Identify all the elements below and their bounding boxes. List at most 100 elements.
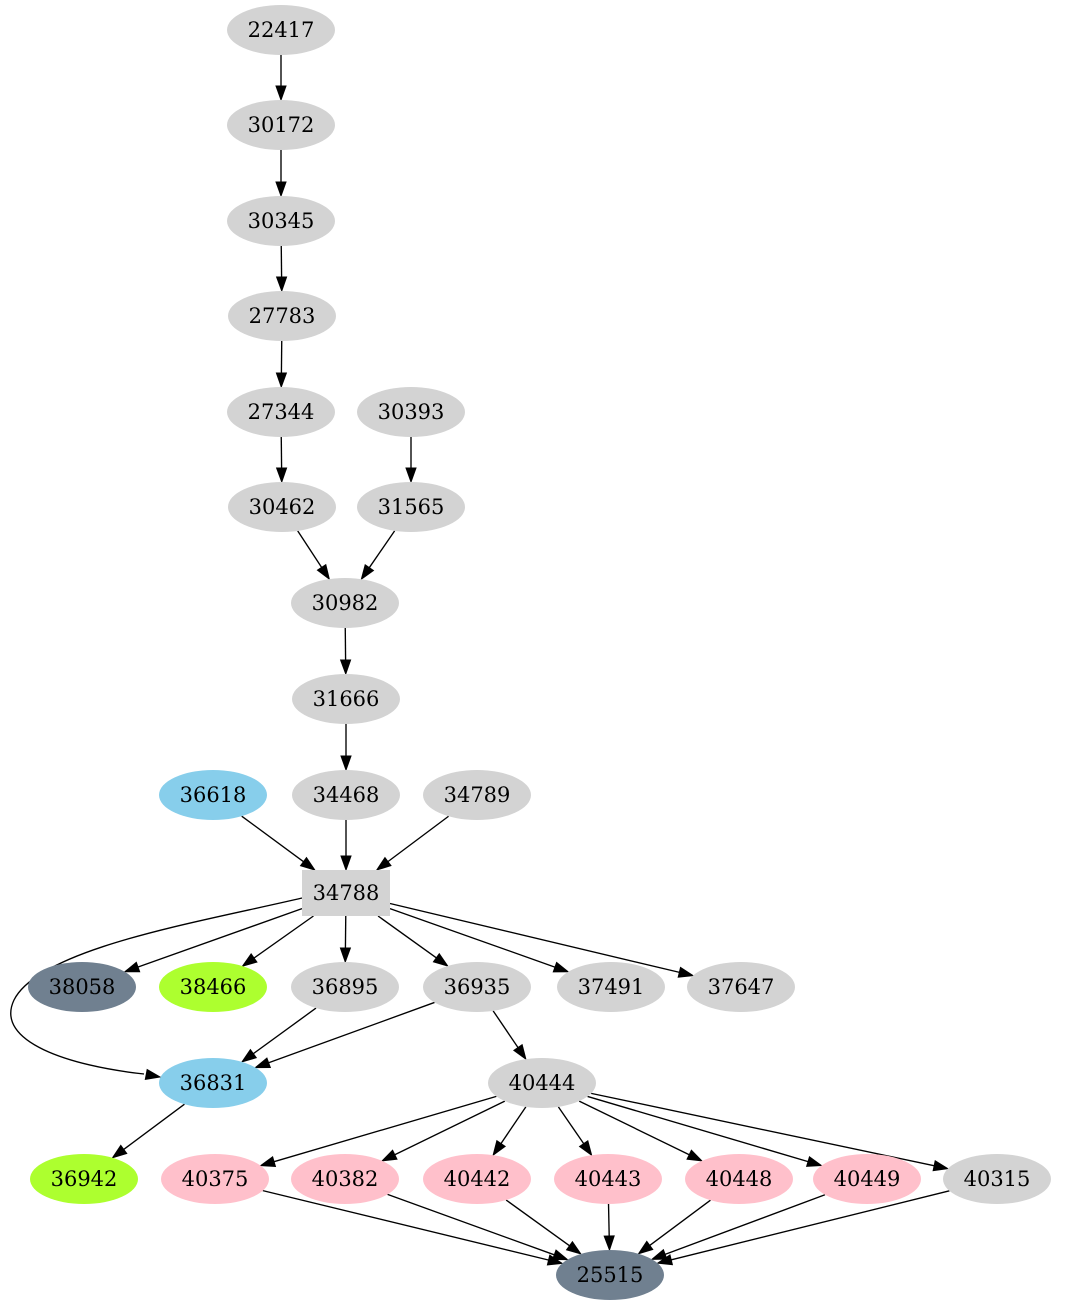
edge-line — [250, 915, 314, 961]
node-label: 22417 — [248, 18, 315, 42]
graph-node-27783: 27783 — [228, 291, 336, 341]
graph-node-31565: 31565 — [357, 482, 465, 532]
edge-line — [389, 902, 684, 974]
arrowhead-icon — [578, 1139, 593, 1157]
edge-line — [366, 530, 396, 572]
arrowhead-icon — [339, 947, 352, 964]
arrowhead-icon — [241, 953, 258, 967]
node-ellipse-shape — [687, 962, 795, 1012]
graph-node-30393: 30393 — [357, 387, 465, 437]
node-ellipse-shape — [291, 962, 399, 1012]
node-label: 38466 — [180, 975, 247, 999]
edge-line — [578, 1100, 694, 1158]
graph-node-34788: 34788 — [302, 870, 390, 916]
node-label: 38058 — [49, 975, 116, 999]
graph-node-27344: 27344 — [227, 387, 335, 437]
arrowhead-icon — [144, 1068, 162, 1080]
node-ellipse-shape — [161, 1154, 269, 1204]
edge-line — [297, 530, 325, 572]
edge-line — [661, 1194, 826, 1257]
graph-edge-36935-36831 — [254, 1001, 435, 1069]
arrowhead-icon — [432, 952, 449, 967]
node-ellipse-shape — [227, 387, 335, 437]
node-label: 40444 — [509, 1071, 576, 1095]
arrowhead-icon — [240, 1048, 258, 1063]
arrowhead-icon — [552, 961, 570, 973]
arrowhead-icon — [380, 1149, 398, 1162]
node-ellipse-shape — [28, 962, 136, 1012]
arrowhead-icon — [316, 563, 331, 581]
arrowhead-icon — [375, 856, 392, 871]
graph-node-30172: 30172 — [227, 100, 335, 150]
node-label: 36831 — [180, 1071, 247, 1095]
edge-line — [270, 1095, 497, 1164]
edge-line — [498, 1106, 527, 1148]
arrowhead-icon — [111, 1144, 128, 1159]
arrowhead-icon — [650, 1248, 668, 1260]
graph-edge-34788-38058 — [123, 908, 303, 973]
arrowhead-icon — [254, 1057, 272, 1069]
node-label: 40448 — [706, 1167, 773, 1191]
node-label: 40315 — [964, 1167, 1031, 1191]
edge-line — [492, 1010, 521, 1052]
arrowhead-icon — [360, 563, 375, 581]
edge-line — [262, 1189, 553, 1262]
node-ellipse-shape — [30, 1154, 138, 1204]
edge-line — [120, 1103, 185, 1153]
graph-edge-34789-34788 — [375, 815, 449, 871]
arrowhead-icon — [275, 181, 287, 198]
arrowhead-icon — [656, 1254, 674, 1266]
arrowhead-icon — [275, 85, 287, 102]
node-ellipse-shape — [554, 1154, 662, 1204]
node-label: 34468 — [313, 783, 380, 807]
graph-edge-30172-30345 — [275, 150, 287, 198]
graph-node-37491: 37491 — [557, 962, 665, 1012]
node-label: 25515 — [577, 1263, 644, 1287]
edge-line — [133, 908, 303, 970]
graph-node-31666: 31666 — [292, 674, 400, 724]
arrowhead-icon — [551, 1249, 569, 1261]
node-label: 40382 — [312, 1167, 379, 1191]
edge-line — [587, 1095, 813, 1164]
arrowhead-icon — [123, 961, 141, 973]
node-label: 27344 — [248, 400, 315, 424]
graph-edge-34788-37647 — [389, 902, 695, 978]
graph-edge-30982-31666 — [339, 627, 352, 676]
edge-line — [667, 1190, 950, 1262]
graph-edge-40448-25515 — [637, 1199, 711, 1255]
node-ellipse-shape — [557, 962, 665, 1012]
graph-node-25515: 25515 — [556, 1250, 664, 1300]
arrowhead-icon — [340, 855, 352, 872]
graph-node-30345: 30345 — [227, 196, 335, 246]
graph-edge-30393-31565 — [405, 437, 417, 484]
node-ellipse-shape — [228, 291, 336, 341]
node-label: 30982 — [312, 591, 379, 615]
graph-edge-34788-36831 — [10, 897, 303, 1080]
arrowhead-icon — [565, 1240, 583, 1255]
arrowhead-icon — [512, 1043, 527, 1061]
node-label: 36935 — [444, 975, 511, 999]
node-ellipse-shape — [228, 482, 336, 532]
graph-edge-34788-37491 — [389, 907, 570, 973]
node-label: 27783 — [249, 304, 316, 328]
node-ellipse-shape — [685, 1154, 793, 1204]
node-label: 34788 — [313, 881, 380, 905]
node-ellipse-shape — [227, 196, 335, 246]
node-ellipse-shape — [292, 674, 400, 724]
arrowhead-icon — [340, 755, 352, 772]
graph-node-40448: 40448 — [685, 1154, 793, 1204]
graph-edge-40375-25515 — [262, 1189, 564, 1266]
graph-node-40442: 40442 — [423, 1154, 531, 1204]
graph-edge-22417-30172 — [275, 55, 287, 102]
arrowhead-icon — [677, 966, 695, 978]
node-label: 36618 — [180, 783, 247, 807]
edge-line — [607, 1203, 610, 1241]
graph-node-34468: 34468 — [292, 770, 400, 820]
edge-line — [590, 1092, 939, 1168]
node-label: 40443 — [575, 1167, 642, 1191]
node-label: 36942 — [51, 1167, 118, 1191]
node-ellipse-shape — [423, 770, 531, 820]
graph-edge-40444-40375 — [259, 1095, 497, 1168]
